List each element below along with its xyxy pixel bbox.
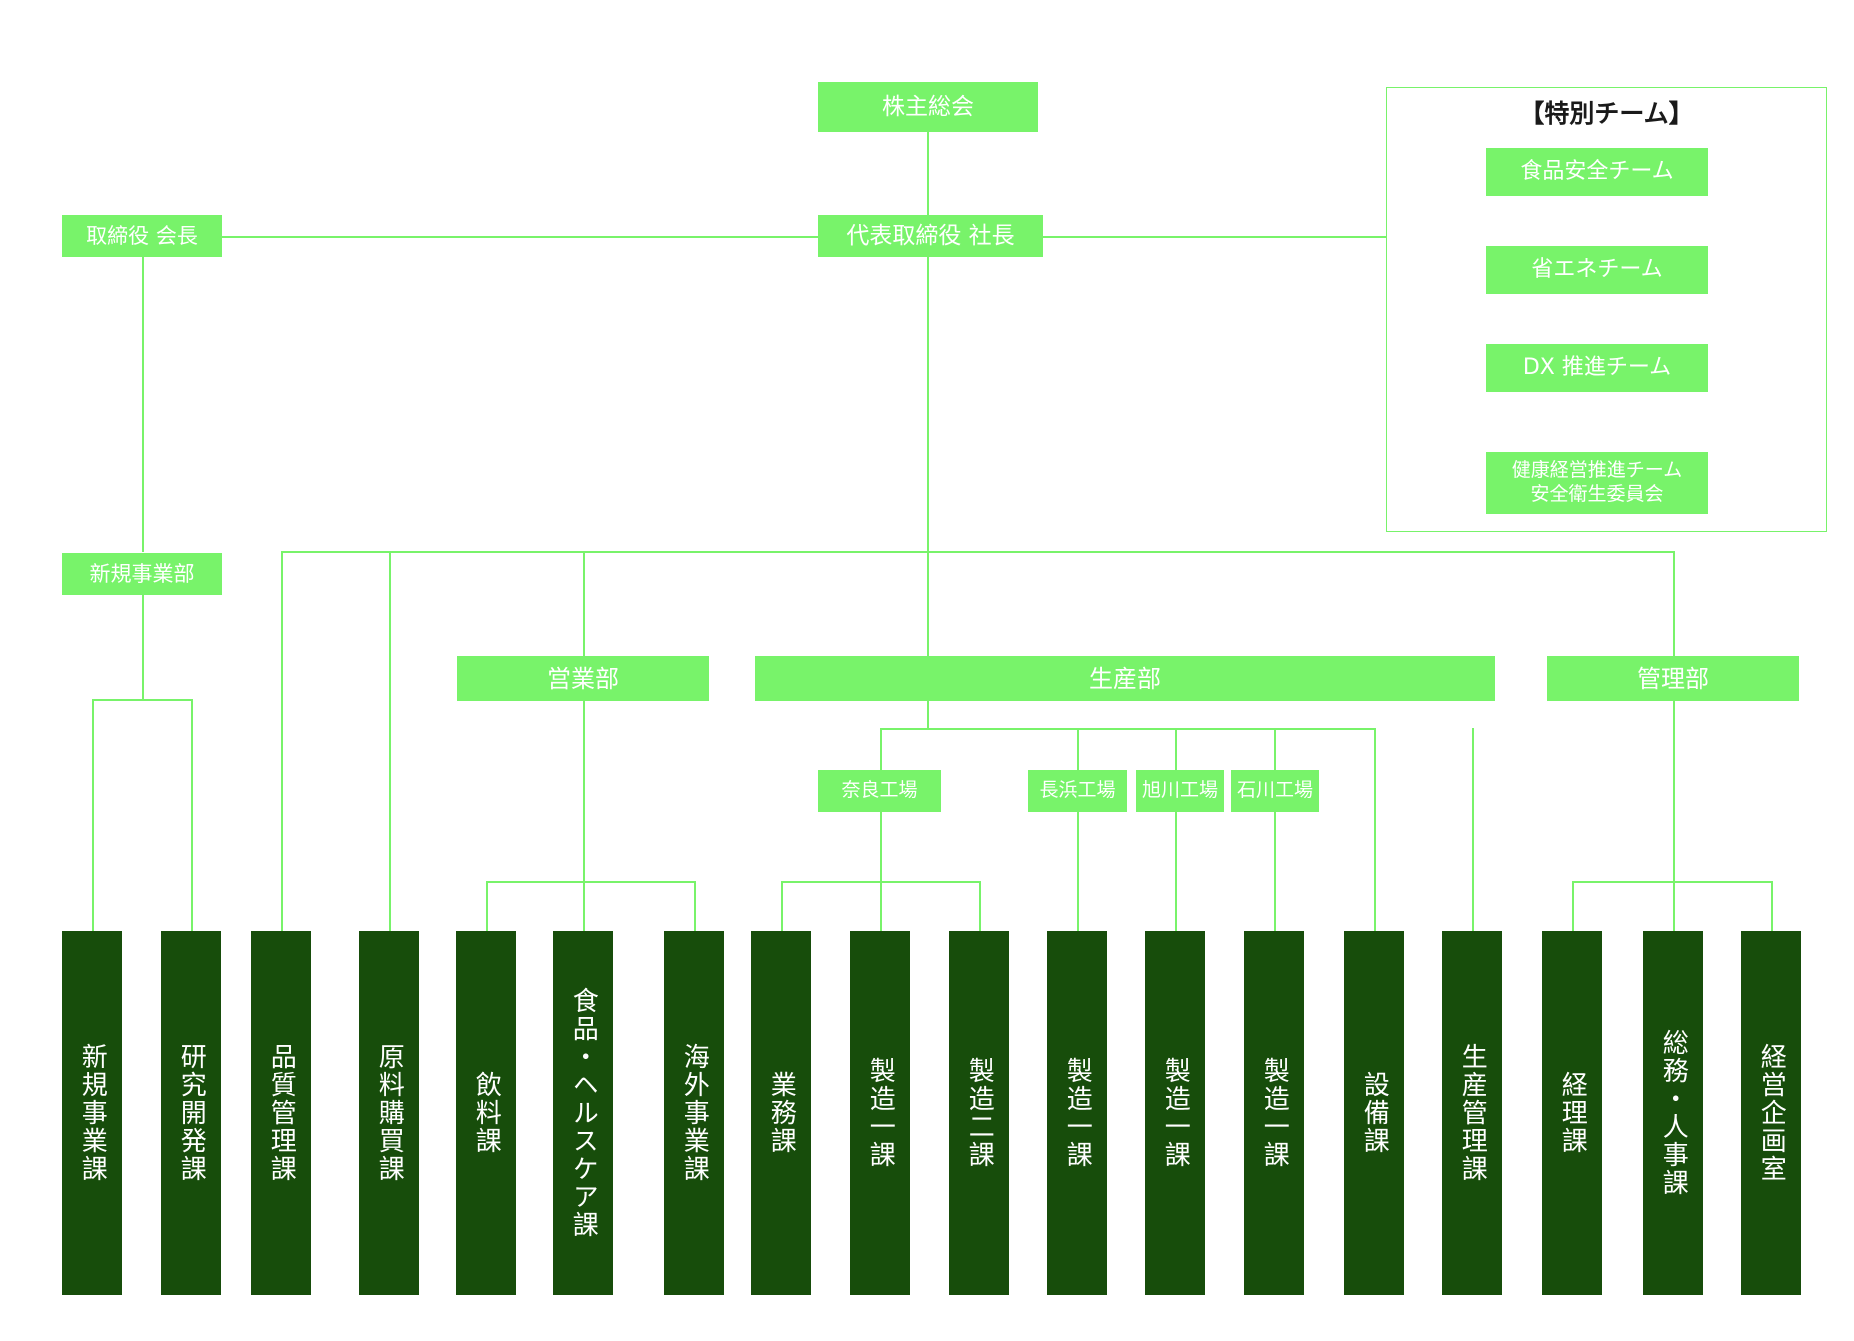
connector-bus-drop-production: [927, 551, 929, 656]
special-team-health-safety[interactable]: 健康経営推進チーム 安全衛生委員会: [1486, 452, 1708, 514]
section-corporate-planning[interactable]: 経営企画室: [1741, 931, 1801, 1295]
connector-sales-to-beverage: [486, 881, 488, 931]
connector-bus-to-asahikawa: [1175, 728, 1177, 770]
section-equipment[interactable]: 設備課: [1344, 931, 1404, 1295]
section-general-affairs-hr[interactable]: 総務・人事課: [1643, 931, 1703, 1295]
connector-sales-bus: [486, 881, 695, 883]
connector-bus-drop-quality: [281, 551, 283, 931]
connector-bus-drop-administration: [1673, 551, 1675, 656]
factory-nara[interactable]: 奈良工場: [818, 770, 941, 812]
connector-president-to-special-panel: [1043, 236, 1386, 238]
special-team-food-safety[interactable]: 食品安全チーム: [1486, 148, 1708, 196]
special-team-dx-promotion[interactable]: DX 推進チーム: [1486, 344, 1708, 392]
connector-new-business-bus: [92, 699, 192, 701]
factory-nagahama[interactable]: 長浜工場: [1028, 770, 1127, 812]
connector-admin-down: [1673, 700, 1675, 883]
section-accounting[interactable]: 経理課: [1542, 931, 1602, 1295]
connector-new-business-to-sec2: [191, 699, 193, 931]
connector-bus-to-nara: [880, 728, 882, 770]
connector-admin-bus: [1572, 881, 1772, 883]
connector-nara-to-seizo1: [880, 881, 882, 931]
section-manufacturing-1b[interactable]: 製造一課: [1047, 931, 1107, 1295]
division-sales[interactable]: 営業部: [457, 656, 709, 701]
division-new-business[interactable]: 新規事業部: [62, 553, 222, 595]
section-manufacturing-1d[interactable]: 製造一課: [1244, 931, 1304, 1295]
section-overseas-business[interactable]: 海外事業課: [664, 931, 724, 1295]
section-manufacturing-1a[interactable]: 製造一課: [850, 931, 910, 1295]
factory-ishikawa[interactable]: 石川工場: [1231, 770, 1319, 812]
section-manufacturing-1c[interactable]: 製造一課: [1145, 931, 1205, 1295]
section-gyomu[interactable]: 業務課: [751, 931, 811, 1295]
section-material-purchasing[interactable]: 原料購買課: [359, 931, 419, 1295]
node-president[interactable]: 代表取締役 社長: [818, 215, 1043, 257]
connector-sales-to-food: [583, 881, 585, 931]
connector-bus-to-equipment: [1374, 728, 1376, 931]
section-food-healthcare[interactable]: 食品・ヘルスケア課: [553, 931, 613, 1295]
connector-nara-to-seizo2: [979, 881, 981, 931]
connector-admin-to-keiri: [1572, 881, 1574, 931]
connector-president-to-division-bus: [927, 251, 929, 553]
connector-bus-to-nagahama: [1077, 728, 1079, 770]
connector-bus-to-ishikawa: [1274, 728, 1276, 770]
connector-new-business-down: [142, 595, 144, 700]
connector-production-down: [927, 700, 929, 730]
special-team-energy-saving[interactable]: 省エネチーム: [1486, 246, 1708, 294]
division-administration[interactable]: 管理部: [1547, 656, 1799, 701]
connector-shareholders-to-president: [927, 130, 929, 222]
connector-nara-to-gyomu: [781, 881, 783, 931]
connector-division-bus: [281, 551, 1673, 553]
section-beverage[interactable]: 飲料課: [456, 931, 516, 1295]
division-production[interactable]: 生産部: [755, 656, 1495, 701]
connector-nagahama-down: [1077, 811, 1079, 931]
section-new-business[interactable]: 新規事業課: [62, 931, 122, 1295]
node-shareholders-meeting[interactable]: 株主総会: [818, 82, 1038, 132]
connector-factory-bus: [880, 728, 1374, 730]
connector-admin-to-soumu: [1673, 881, 1675, 931]
connector-new-business-to-sec1: [92, 699, 94, 931]
special-team-panel-title: 【特別チーム】: [1519, 99, 1694, 128]
factory-asahikawa[interactable]: 旭川工場: [1136, 770, 1224, 812]
connector-bus-drop-sales: [583, 551, 585, 656]
connector-sales-to-overseas: [694, 881, 696, 931]
section-manufacturing-2a[interactable]: 製造二課: [949, 931, 1009, 1295]
connector-nara-down: [880, 811, 882, 883]
section-quality-control[interactable]: 品質管理課: [251, 931, 311, 1295]
connector-chairman-to-president: [142, 236, 930, 238]
connector-chairman-to-new-business: [142, 236, 144, 552]
connector-ishikawa-down: [1274, 811, 1276, 931]
section-production-management[interactable]: 生産管理課: [1442, 931, 1502, 1295]
connector-sales-down: [583, 700, 585, 883]
node-chairman[interactable]: 取締役 会長: [62, 215, 222, 257]
connector-bus-to-prod-mgmt: [1472, 728, 1474, 931]
connector-admin-to-kikaku: [1771, 881, 1773, 931]
connector-asahikawa-down: [1175, 811, 1177, 931]
connector-bus-drop-material: [389, 551, 391, 931]
section-rnd[interactable]: 研究開発課: [161, 931, 221, 1295]
